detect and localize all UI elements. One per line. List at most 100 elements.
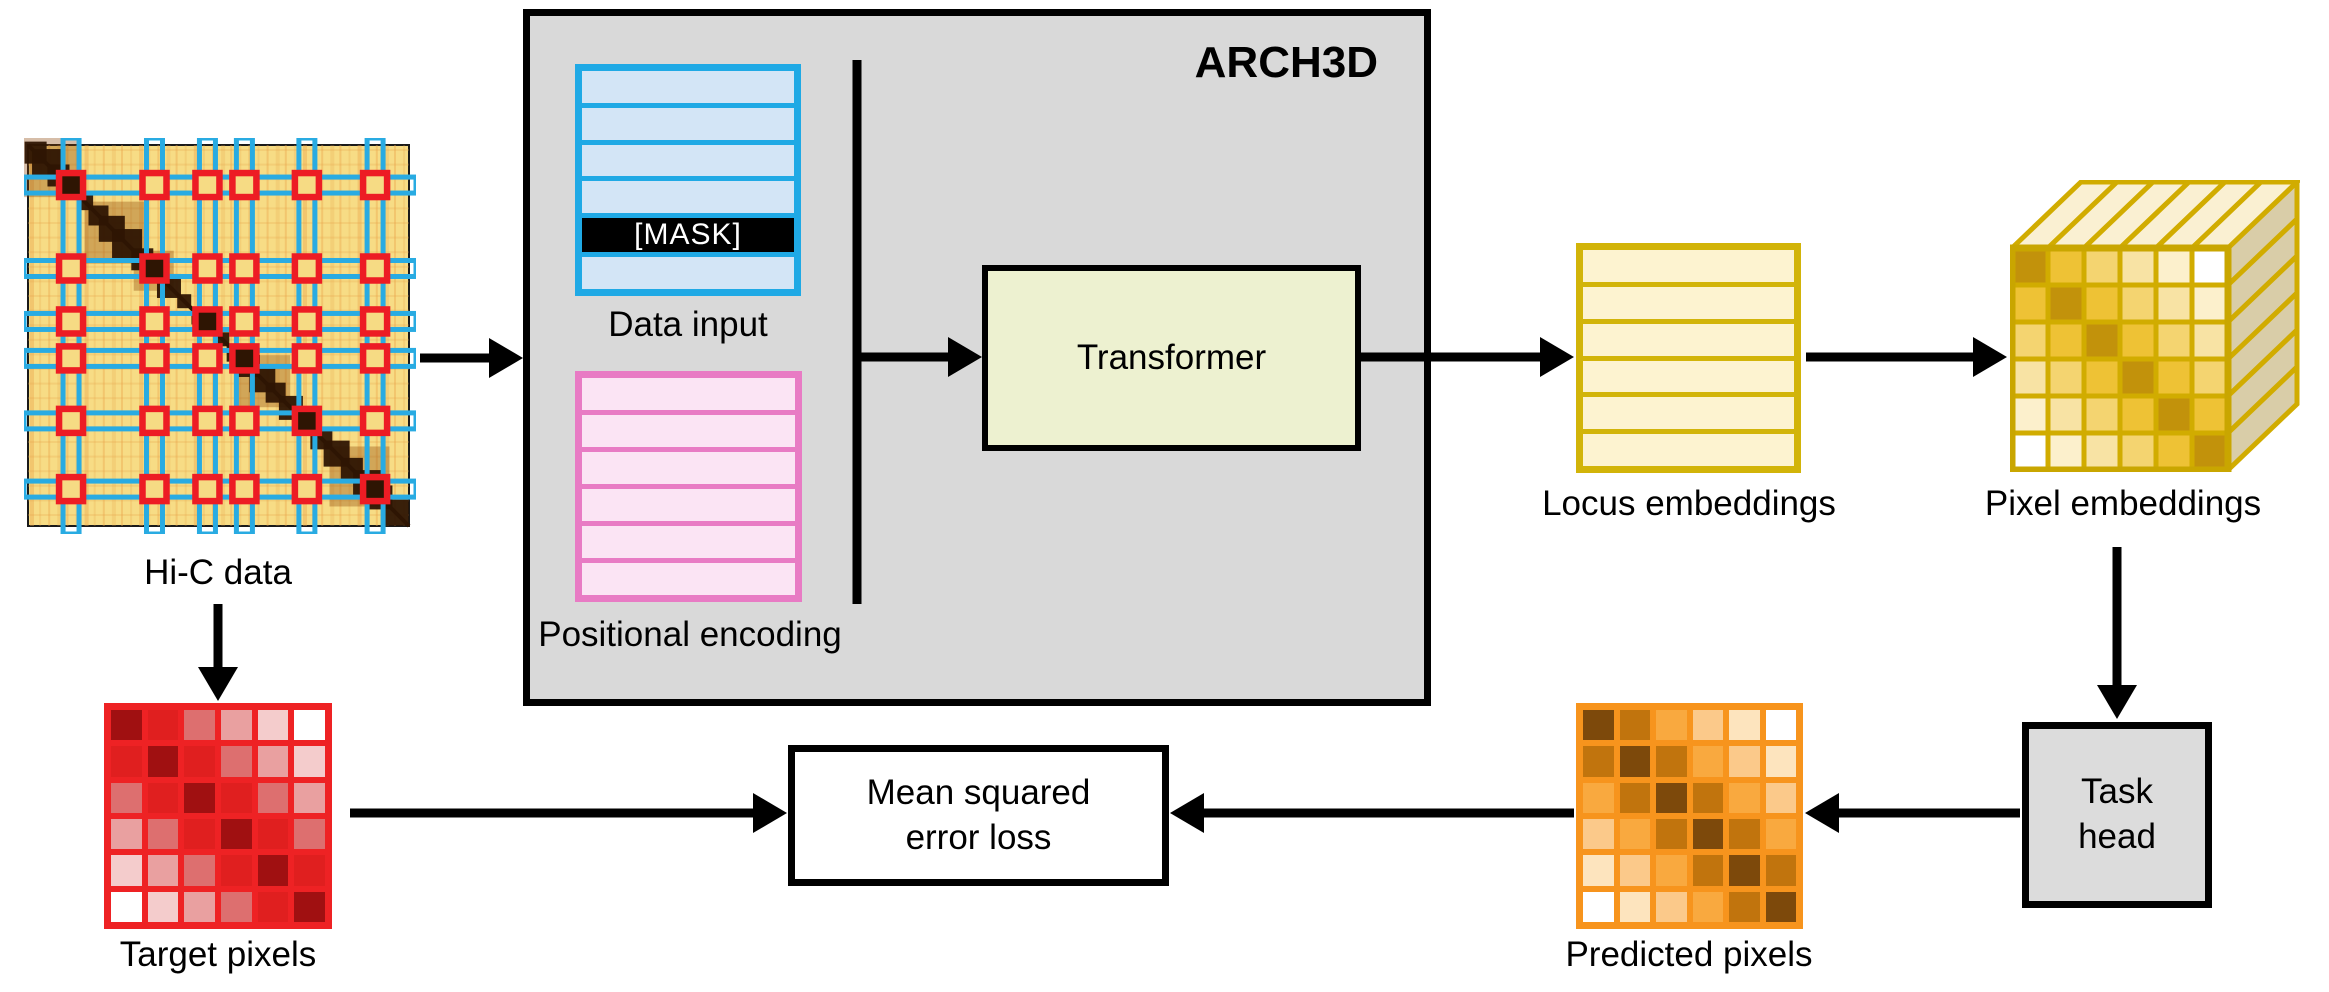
pixel-cell bbox=[1656, 746, 1687, 777]
token-row bbox=[582, 489, 795, 521]
token-row bbox=[582, 563, 795, 595]
pixel-cell bbox=[1619, 855, 1650, 886]
pixel-cell bbox=[1656, 819, 1687, 850]
pixel-cell bbox=[1692, 746, 1723, 777]
hic-heatmap bbox=[24, 138, 416, 534]
mse-loss-label-line2: error loss bbox=[905, 817, 1052, 857]
pixel-cell bbox=[1765, 891, 1796, 922]
pixel-cell bbox=[257, 710, 289, 741]
pixel-cell bbox=[111, 710, 142, 741]
pixel-cell bbox=[1583, 855, 1614, 886]
pixel-cell bbox=[257, 746, 289, 777]
pixel-cell bbox=[1729, 891, 1760, 922]
pixel-cell bbox=[147, 782, 179, 813]
token-row bbox=[582, 257, 794, 289]
pixel-cell bbox=[294, 819, 325, 850]
pixel-cell bbox=[111, 891, 142, 922]
pixel-cell bbox=[220, 891, 252, 922]
positional-encoding-stack bbox=[575, 371, 802, 602]
pixel-cell bbox=[1729, 855, 1760, 886]
pixel-cell bbox=[1692, 710, 1723, 741]
token-row bbox=[1583, 286, 1794, 319]
pixel-cell bbox=[111, 855, 142, 886]
pixel-cell bbox=[147, 855, 179, 886]
pixel-cell bbox=[1656, 855, 1687, 886]
task-head-box: Task head bbox=[2022, 722, 2212, 908]
token-row bbox=[582, 415, 795, 447]
token-row bbox=[1583, 434, 1794, 466]
pixel-cell bbox=[294, 746, 325, 777]
pixel-cell bbox=[1692, 819, 1723, 850]
pixel-cell bbox=[184, 746, 215, 777]
hic-label: Hi-C data bbox=[144, 553, 292, 592]
pixel-cell bbox=[184, 891, 215, 922]
pixel-cell bbox=[1619, 782, 1650, 813]
pixel-cell bbox=[1656, 710, 1687, 741]
pixel-cell bbox=[257, 782, 289, 813]
pixel-cell bbox=[1765, 819, 1796, 850]
token-row bbox=[1583, 323, 1794, 356]
token-row bbox=[1583, 360, 1794, 393]
pixel-cell bbox=[111, 782, 142, 813]
pixel-cell bbox=[184, 855, 215, 886]
pixel-cell bbox=[1619, 746, 1650, 777]
pixel-embeddings-cube bbox=[2010, 180, 2300, 472]
pixel-cell bbox=[147, 891, 179, 922]
token-row bbox=[582, 526, 795, 558]
pixel-cell bbox=[1583, 819, 1614, 850]
pixel-cell bbox=[220, 782, 252, 813]
pixel-cell bbox=[1656, 782, 1687, 813]
pixel-cell bbox=[1583, 710, 1614, 741]
pixel-cell bbox=[220, 746, 252, 777]
task-head-label-line2: head bbox=[2078, 817, 2156, 856]
pixel-cell bbox=[1619, 891, 1650, 922]
pixel-cell bbox=[294, 710, 325, 741]
pixel-cell bbox=[1765, 710, 1796, 741]
token-row bbox=[1583, 250, 1794, 282]
arch3d-title: ARCH3D bbox=[1194, 38, 1378, 87]
mse-loss-box: Mean squared error loss bbox=[788, 745, 1169, 886]
pixel-cell bbox=[220, 855, 252, 886]
predicted-pixels-label: Predicted pixels bbox=[1565, 935, 1813, 974]
token-row bbox=[582, 452, 795, 484]
pixel-cell bbox=[257, 855, 289, 886]
pixel-cell bbox=[1765, 782, 1796, 813]
pixel-cell bbox=[1692, 782, 1723, 813]
pixel-cell bbox=[184, 710, 215, 741]
predicted-pixels-grid bbox=[1576, 703, 1803, 929]
task-head-label-line1: Task bbox=[2081, 772, 2153, 812]
mse-loss-label-line1: Mean squared bbox=[866, 772, 1091, 812]
token-row bbox=[582, 71, 794, 103]
pixel-cell bbox=[147, 746, 179, 777]
positional-encoding-label: Positional encoding bbox=[538, 615, 842, 654]
pixel-cell bbox=[111, 746, 142, 777]
pixel-cell bbox=[184, 782, 215, 813]
pixel-cell bbox=[257, 819, 289, 850]
mask-token-row: [MASK] bbox=[582, 218, 794, 253]
token-row bbox=[582, 181, 794, 214]
pixel-cell bbox=[1765, 855, 1796, 886]
pixel-cell bbox=[184, 819, 215, 850]
mask-token-label: [MASK] bbox=[634, 218, 742, 252]
pixel-cell bbox=[1765, 746, 1796, 777]
pixel-cell bbox=[1729, 819, 1760, 850]
pixel-cell bbox=[147, 710, 179, 741]
pixel-cell bbox=[1729, 782, 1760, 813]
token-row bbox=[582, 378, 795, 410]
pixel-cell bbox=[294, 855, 325, 886]
pixel-cell bbox=[220, 710, 252, 741]
pixel-cell bbox=[1583, 891, 1614, 922]
token-row bbox=[582, 144, 794, 177]
pixel-cell bbox=[1619, 819, 1650, 850]
token-row bbox=[582, 107, 794, 140]
target-pixels-grid bbox=[104, 703, 332, 929]
pixel-embeddings-label: Pixel embeddings bbox=[1984, 484, 2262, 523]
pixel-cell bbox=[1692, 891, 1723, 922]
pixel-cell bbox=[1692, 855, 1723, 886]
data-input-stack: [MASK] bbox=[575, 64, 801, 296]
transformer-label: Transformer bbox=[1076, 337, 1267, 377]
pixel-cell bbox=[220, 819, 252, 850]
pixel-cell bbox=[147, 819, 179, 850]
pixel-cell bbox=[1656, 891, 1687, 922]
